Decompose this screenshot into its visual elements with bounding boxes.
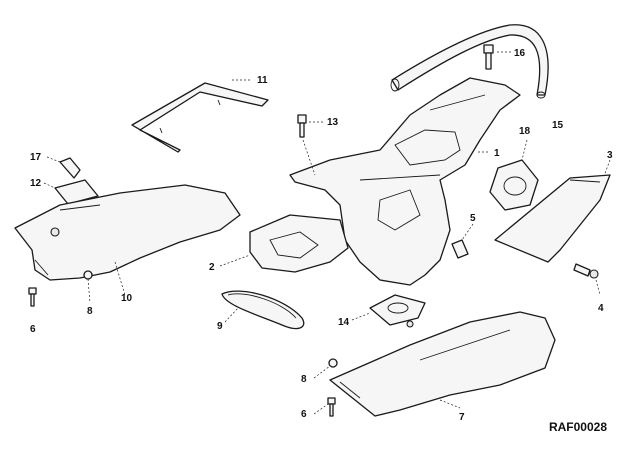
callout-7: 7	[459, 412, 465, 423]
callout-4: 4	[598, 303, 604, 314]
callout-14: 14	[338, 317, 350, 328]
part-7-bottom-panel	[329, 311, 556, 417]
part-13-screw	[297, 114, 324, 176]
callout-2: 2	[209, 262, 215, 273]
callout-8-right: 8	[301, 374, 307, 385]
callout-18: 18	[519, 126, 531, 137]
callout-16: 16	[514, 48, 526, 59]
part-16-screw	[483, 44, 512, 70]
callout-9: 9	[217, 321, 223, 332]
part-10-side-panel	[14, 184, 241, 296]
part-6-screw-left	[28, 287, 37, 307]
callout-6-right: 6	[301, 409, 307, 420]
callout-15: 15	[552, 120, 564, 131]
part-12-bracket	[43, 179, 99, 205]
callout-13: 13	[327, 117, 339, 128]
part-6-screw-right	[313, 397, 336, 417]
part-11-bracket	[131, 79, 269, 153]
part-3-right-panel	[494, 159, 611, 263]
callout-5: 5	[470, 213, 476, 224]
callout-3: 3	[607, 150, 613, 161]
part-15-hose	[390, 24, 549, 99]
callout-12: 12	[30, 178, 42, 189]
part-9-seal	[221, 290, 305, 330]
part-8-nut-right	[313, 358, 338, 379]
part-5-clip	[451, 223, 474, 259]
reference-code: RAF00028	[548, 420, 607, 434]
callout-11: 11	[257, 75, 268, 86]
callout-17: 17	[30, 152, 42, 163]
part-4-screw-right	[573, 263, 601, 296]
part-17-clip	[46, 156, 81, 179]
callout-6-left: 6	[30, 324, 36, 335]
callout-labels: 1 2 3 4 5 6 6 7 8 8 9 10 11 12 13 14 15 …	[30, 48, 613, 423]
part-8-nut-left	[83, 270, 93, 304]
callout-8-left: 8	[87, 306, 93, 317]
part-18-gasket	[489, 139, 539, 211]
part-2-housing	[219, 214, 349, 273]
callout-10: 10	[121, 293, 133, 304]
callout-1: 1	[494, 148, 500, 159]
part-14-grommet	[351, 294, 426, 328]
